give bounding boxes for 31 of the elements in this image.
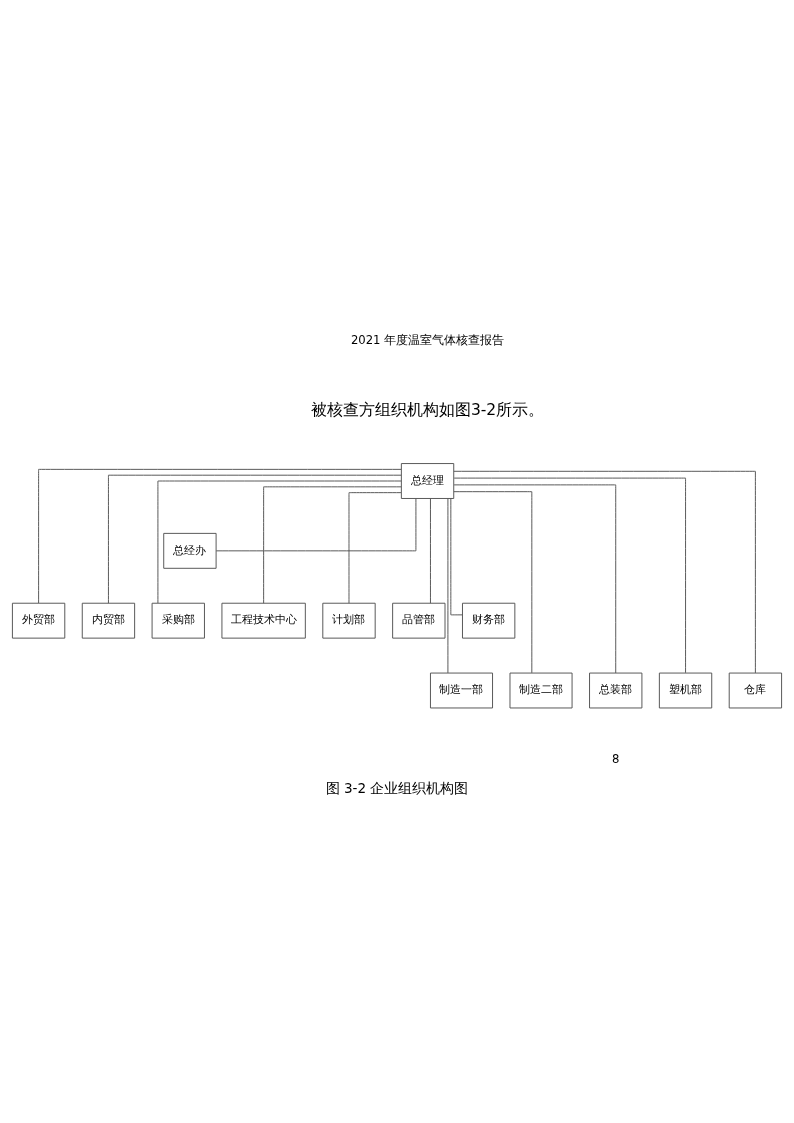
label: 被核查方组织机构如图3-2所示。 bbox=[310, 400, 545, 419]
node-box: 总经理 bbox=[400, 462, 455, 499]
caption: 图 3-2 企业组织机构图 bbox=[325, 779, 469, 796]
connector bbox=[107, 474, 402, 604]
node-box: 总经办 bbox=[163, 532, 217, 569]
connector bbox=[38, 468, 402, 603]
node-box: 采购部 bbox=[151, 602, 205, 639]
connector bbox=[453, 490, 533, 673]
node-box: 财务部 bbox=[462, 602, 516, 639]
node-box: 制造二部 bbox=[509, 672, 573, 708]
node-box: 制造一部 bbox=[429, 672, 494, 708]
connector bbox=[429, 497, 431, 604]
connector bbox=[263, 485, 402, 604]
node-box: 仓库 bbox=[728, 672, 783, 708]
label: 2021 年度温室气体核查报告 bbox=[350, 332, 505, 347]
node-box: 品管部 bbox=[392, 602, 446, 639]
connector bbox=[453, 483, 617, 673]
connector bbox=[447, 497, 449, 673]
connector bbox=[453, 470, 756, 673]
connector bbox=[450, 497, 463, 615]
node-box: 塑机部 bbox=[658, 672, 713, 708]
connector bbox=[453, 477, 687, 673]
node-box: 外贸部 bbox=[11, 602, 66, 639]
node-box: 总装部 bbox=[589, 672, 643, 708]
connector bbox=[157, 480, 402, 603]
node-box: 工程技术中心 bbox=[221, 602, 306, 639]
node-box: 内贸部 bbox=[81, 602, 136, 639]
connector bbox=[215, 497, 417, 551]
label: 8 bbox=[612, 751, 620, 766]
node-box: 计划部 bbox=[322, 602, 376, 639]
connector bbox=[348, 491, 402, 604]
